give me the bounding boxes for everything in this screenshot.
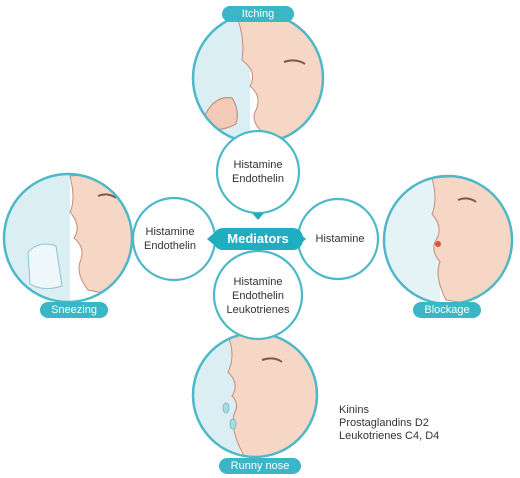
bottom-mediator-bubble bbox=[212, 249, 304, 341]
blockage-face-illustration bbox=[384, 176, 512, 304]
runny-nose-face-illustration bbox=[193, 333, 317, 457]
bottom-bubble-line-1: Histamine bbox=[233, 276, 283, 288]
arrow-left-icon bbox=[207, 233, 214, 245]
itching-label: Itching bbox=[222, 6, 294, 22]
right-bubble-text: Histamine bbox=[300, 232, 380, 246]
bottom-bubble-text: Histamine Endothelin Leukotrienes bbox=[214, 275, 302, 317]
left-bubble-text: Histamine Endothelin bbox=[130, 225, 210, 253]
right-bubble-line-1: Histamine bbox=[315, 233, 365, 245]
bottom-bubble-line-2: Endothelin bbox=[232, 290, 284, 302]
additional-mediators-note: Kinins Prostaglandins D2 Leukotrienes C4… bbox=[339, 404, 509, 443]
sneezing-face-illustration bbox=[4, 174, 132, 302]
sneezing-label: Sneezing bbox=[40, 302, 108, 318]
left-bubble-line-2: Endothelin bbox=[144, 240, 196, 252]
mediators-label: Mediators bbox=[213, 228, 303, 250]
itching-face-illustration bbox=[193, 13, 323, 143]
top-bubble-text: Histamine Endothelin bbox=[218, 158, 298, 186]
note-line-3: Leukotrienes C4, D4 bbox=[339, 430, 440, 442]
blockage-label: Blockage bbox=[413, 302, 481, 318]
note-line-2: Prostaglandins D2 bbox=[339, 417, 429, 429]
runny-nose-label: Runny nose bbox=[219, 458, 301, 474]
arrow-up-icon bbox=[252, 213, 264, 220]
left-bubble-line-1: Histamine bbox=[145, 226, 195, 238]
top-bubble-line-1: Histamine bbox=[233, 159, 283, 171]
note-line-1: Kinins bbox=[339, 404, 369, 416]
bottom-bubble-line-3: Leukotrienes bbox=[226, 304, 290, 316]
top-bubble-line-2: Endothelin bbox=[232, 173, 284, 185]
